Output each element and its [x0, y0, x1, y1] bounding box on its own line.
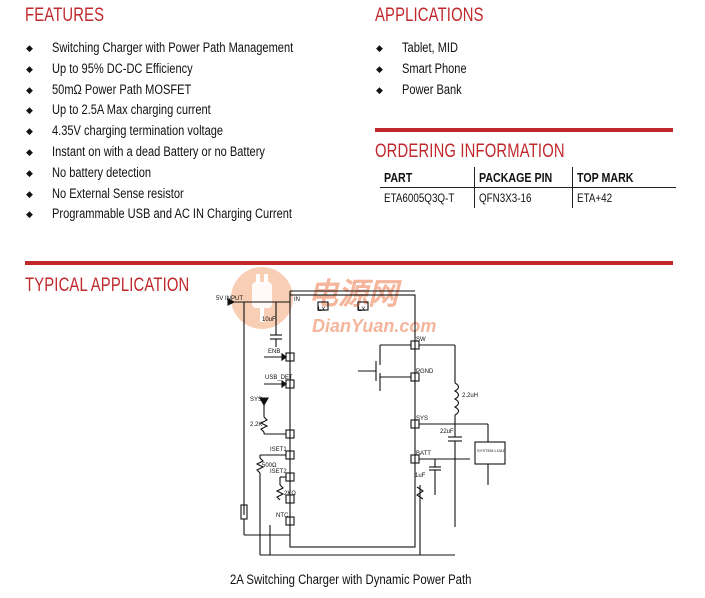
pin-enb: ENB: [268, 349, 280, 355]
comp-r500: 500Ω: [262, 463, 277, 469]
application-item-text: Power Bank: [402, 81, 462, 97]
comp-system-load: SYSTEM LOAD: [477, 448, 506, 453]
ordering-cell-package: QFN3X3-16: [474, 187, 574, 208]
application-item-text: Tablet, MID: [402, 40, 458, 55]
ordering-cell-mark: ETA+42: [572, 187, 677, 208]
pin-pgnd: PGND: [416, 369, 434, 375]
ordering-heading: ORDERING INFORMATION: [375, 141, 565, 162]
feature-item: ◆ 50mΩ Power Path MOSFET: [25, 80, 346, 101]
applications-heading: APPLICATIONS: [375, 5, 484, 26]
bullet-diamond-icon: ◆: [26, 126, 33, 137]
feature-item: ◆ No battery detection: [25, 163, 346, 184]
comp-r22k: 2.2K: [250, 422, 262, 428]
application-item: ◆ Tablet, MID: [375, 38, 481, 59]
ordering-table: PART PACKAGE PIN TOP MARK ETA6005Q3Q-T Q…: [380, 167, 677, 208]
bullet-diamond-icon: ◆: [26, 167, 33, 178]
bullet-diamond-icon: ◆: [376, 84, 383, 95]
system-load-box: [474, 441, 506, 465]
pin-iset1: ISET1: [270, 447, 287, 453]
pin-lx-1: LX: [318, 307, 325, 313]
feature-item: ◆ Programmable USB and AC IN Charging Cur…: [25, 204, 346, 225]
pin-lx-2: LX: [358, 307, 365, 313]
bullet-diamond-icon: ◆: [26, 188, 33, 199]
feature-item: ◆ Up to 95% DC-DC Efficiency: [25, 59, 346, 80]
typical-heading: TYPICAL APPLICATION: [25, 275, 190, 296]
bullet-diamond-icon: ◆: [376, 63, 383, 74]
comp-cin: 10uF: [262, 317, 276, 323]
applications-list: ◆ Tablet, MID ◆ Smart Phone ◆ Power Bank: [375, 38, 481, 100]
pin-batt: BATT: [416, 451, 431, 457]
feature-item-text: Programmable USB and AC IN Charging Curr…: [52, 206, 292, 222]
bullet-diamond-icon: ◆: [376, 43, 383, 53]
feature-item-text: Up to 2.5A Max charging current: [52, 102, 211, 118]
bullet-diamond-icon: ◆: [26, 84, 33, 95]
schematic-caption: 2A Switching Charger with Dynamic Power …: [230, 572, 472, 587]
ordering-col-package: PACKAGE PIN: [474, 167, 574, 188]
comp-inductor: 2.2uH: [462, 393, 478, 399]
pin-sys: SYS: [416, 416, 428, 422]
typical-application-schematic: 5V INPUT IN LX LX SW PGND SYS BATT ENB U…: [216, 290, 506, 556]
application-item-text: Smart Phone: [402, 60, 467, 76]
feature-item-text: 50mΩ Power Path MOSFET: [52, 81, 192, 97]
feature-item: ◆ 4.35V charging termination voltage: [25, 121, 346, 142]
feature-item: ◆ Up to 2.5A Max charging current: [25, 100, 346, 121]
bullet-diamond-icon: ◆: [26, 63, 33, 74]
pin-in: IN: [294, 297, 300, 303]
ic-body: [289, 294, 416, 548]
pin-usb-det: USB_DET: [265, 375, 293, 381]
ordering-cell-part: ETA6005Q3Q-T: [380, 187, 475, 208]
bullet-diamond-icon: ◆: [26, 146, 33, 157]
ordering-header-row: PART PACKAGE PIN TOP MARK: [380, 167, 677, 188]
pin-ntc: NTC: [276, 513, 289, 519]
application-item: ◆ Smart Phone: [375, 59, 481, 80]
pin-sw: SW: [416, 337, 426, 343]
ordering-data-row: ETA6005Q3Q-T QFN3X3-16 ETA+42: [380, 187, 677, 208]
pin-iset2: ISET2: [270, 469, 287, 475]
feature-item-text: No External Sense resistor: [52, 185, 184, 201]
comp-cbatt: 1uF: [415, 473, 426, 479]
application-item: ◆ Power Bank: [375, 80, 481, 101]
feature-item-text: Up to 95% DC-DC Efficiency: [52, 60, 193, 76]
feature-item-text: Instant on with a dead Battery or no Bat…: [52, 143, 265, 159]
feature-item-text: No battery detection: [52, 164, 152, 180]
bullet-diamond-icon: ◆: [26, 43, 33, 53]
feature-item-text: Switching Charger with Power Path Manage…: [52, 40, 294, 55]
features-heading: FEATURES: [25, 5, 105, 26]
comp-r2k: 2KΩ: [284, 491, 296, 497]
ordering-top-rule: [375, 128, 673, 132]
ordering-col-mark: TOP MARK: [572, 167, 677, 188]
bullet-diamond-icon: ◆: [26, 209, 33, 220]
feature-item: ◆ No External Sense resistor: [25, 184, 346, 205]
comp-cout: 22uF: [440, 429, 454, 435]
feature-item-text: 4.35V charging termination voltage: [52, 123, 224, 139]
ordering-col-part: PART: [380, 167, 475, 188]
comp-sys-led: SYS: [250, 397, 262, 403]
features-list: ◆ Switching Charger with Power Path Manag…: [25, 38, 346, 225]
watermark-en: DianYuan.com: [312, 316, 436, 336]
schem-input-label: 5V INPUT: [216, 296, 243, 302]
bullet-diamond-icon: ◆: [26, 105, 33, 116]
typical-top-rule: [25, 261, 673, 265]
feature-item: ◆ Switching Charger with Power Path Manag…: [25, 38, 346, 59]
feature-item: ◆ Instant on with a dead Battery or no Ba…: [25, 142, 346, 163]
